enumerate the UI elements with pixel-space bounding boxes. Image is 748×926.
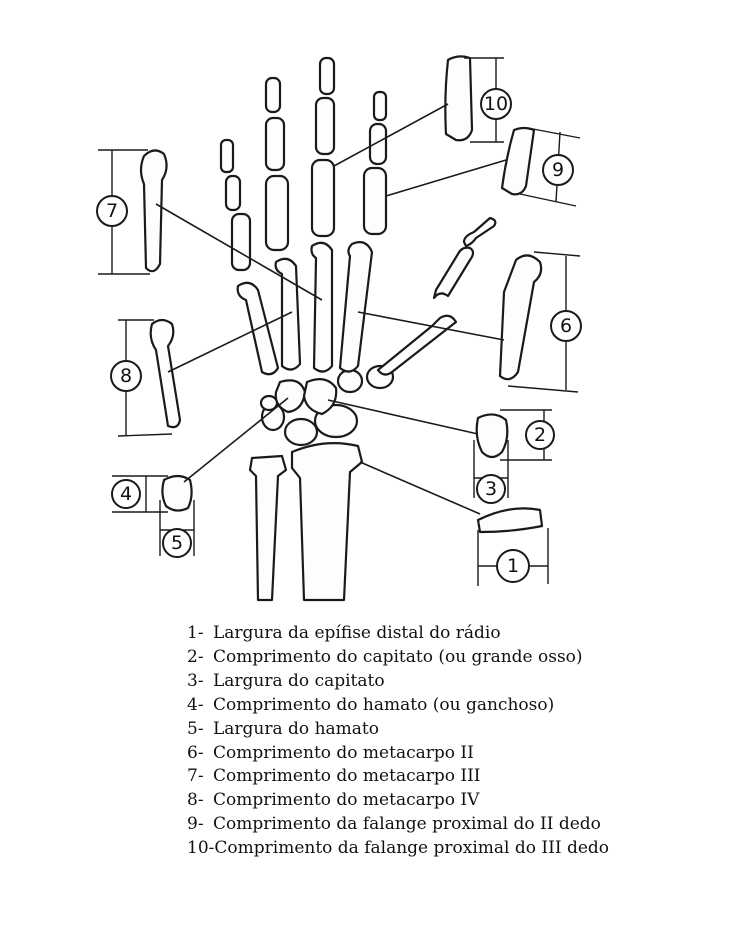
legend-text: Largura do capitato [213,671,385,691]
bone-7-metacarpal-iii [141,150,167,271]
phalanx-ii-distal [374,92,386,120]
legend-item: 7-Comprimento do metacarpo III [187,765,609,789]
legend-item: 10-Comprimento da falange proximal do II… [187,837,609,861]
badge-4-label: 4 [120,483,132,505]
badge-9: 9 [543,155,573,185]
badge-5-label: 5 [171,532,183,554]
phalanx-iv-proximal [266,176,288,250]
legend-text: Comprimento do metacarpo III [213,766,481,786]
leader-9 [386,160,506,196]
measurement-legend: 1-Largura da epífise distal do rádio 2-C… [187,622,609,861]
metacarpal-ii [340,242,372,371]
legend-text: Largura da epífise distal do rádio [213,623,501,643]
legend-number: 2- [187,646,213,670]
badge-6-label: 6 [560,315,572,337]
metacarpal-i [378,316,456,375]
badge-3: 3 [477,475,505,503]
legend-item: 9-Comprimento da falange proximal do II … [187,813,609,837]
legend-text: Comprimento do hamato (ou ganchoso) [213,695,554,715]
bone-10-proximal-phalanx-iii [445,56,472,140]
phalanx-iii-proximal [312,160,334,236]
metacarpal-iii [312,243,333,372]
badge-2-label: 2 [534,424,546,446]
dim-6-bottom [508,386,578,392]
legend-item: 4-Comprimento do hamato (ou ganchoso) [187,694,609,718]
badge-5: 5 [163,529,191,557]
legend-text: Comprimento do capitato (ou grande osso) [213,647,583,667]
phalanx-i-distal [464,218,495,246]
badge-3-label: 3 [485,478,497,500]
badge-9-label: 9 [552,159,564,181]
badge-8-label: 8 [120,365,132,387]
badge-10-label: 10 [484,93,508,115]
legend-item: 2-Comprimento do capitato (ou grande oss… [187,646,609,670]
legend-number: 8- [187,789,213,813]
carpal-trapezoid [338,370,362,392]
phalanx-iv-distal [266,78,280,112]
phalanx-iii-distal [320,58,334,94]
legend-number: 9- [187,813,213,837]
legend-text: Comprimento da falange proximal do III d… [214,838,609,858]
legend-item: 8-Comprimento do metacarpo IV [187,789,609,813]
legend-item: 5-Largura do hamato [187,718,609,742]
bone-9-proximal-phalanx-ii [502,128,534,194]
legend-number: 3- [187,670,213,694]
bone-6-metacarpal-ii [500,255,541,379]
legend-number: 1- [187,622,213,646]
phalanx-v-distal [221,140,233,172]
badge-1: 1 [497,550,529,582]
dim-6-top [534,252,580,256]
badge-7-label: 7 [106,200,118,222]
legend-text: Comprimento do metacarpo II [213,743,474,763]
carpal-lunate [285,419,317,445]
badge-4: 4 [112,480,140,508]
phalanx-iv-middle [266,118,284,170]
legend-item: 1-Largura da epífise distal do rádio [187,622,609,646]
legend-text: Comprimento da falange proximal do II de… [213,814,601,834]
leader-1 [360,462,480,514]
bone-1-distal-radius [478,508,542,532]
dim-9-top [528,128,580,138]
legend-item: 3-Largura do capitato [187,670,609,694]
carpal-hamate [276,380,305,412]
badge-1-label: 1 [507,555,519,577]
legend-number: 5- [187,718,213,742]
legend-item: 6-Comprimento do metacarpo II [187,742,609,766]
legend-text: Largura do hamato [213,719,379,739]
legend-number: 4- [187,694,213,718]
badge-6: 6 [551,311,581,341]
phalanx-i-proximal [434,248,473,298]
badge-7: 7 [97,196,127,226]
phalanx-v-middle [226,176,240,210]
legend-number: 7- [187,765,213,789]
legend-number: 10- [187,837,214,861]
ulna-bone [250,456,286,600]
phalanx-ii-proximal [364,168,386,234]
bone-8-metacarpal-iv [151,320,180,427]
radius-bone [292,443,362,600]
badge-8: 8 [111,361,141,391]
legend-text: Comprimento do metacarpo IV [213,790,479,810]
bone-4-5-hamate [162,476,191,511]
leader-10 [334,104,448,166]
dim-9-bottom [520,194,576,206]
bone-2-3-capitate [477,414,508,457]
phalanx-ii-middle [370,124,386,164]
phalanx-v-proximal [232,214,250,270]
legend-number: 6- [187,742,213,766]
phalanx-iii-middle [316,98,334,154]
badge-2: 2 [526,421,554,449]
badge-10: 10 [481,89,511,119]
